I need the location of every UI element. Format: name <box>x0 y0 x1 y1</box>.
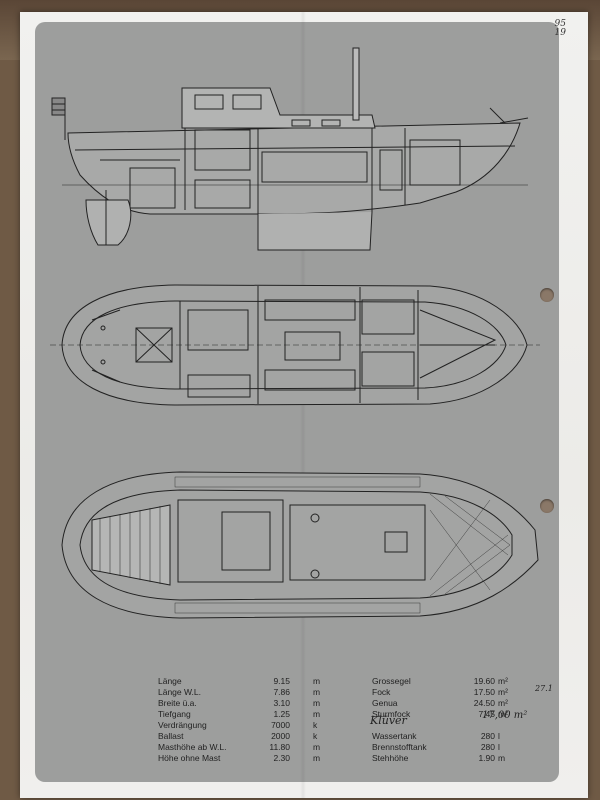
spec-label: Genua <box>372 698 398 708</box>
spec-row: Masthöhe ab W.L. 11.80 m <box>158 742 328 753</box>
spec-value: 1.25 <box>273 709 290 719</box>
spec-value: 17.50 <box>473 687 495 697</box>
spec-unit: m <box>498 753 506 763</box>
spec-row: Breite ü.a. 3.10 m <box>158 698 328 709</box>
punch-hole-lower <box>540 499 554 513</box>
spec-row: Tiefgang 1.25 m <box>158 709 328 720</box>
spec-value: 7.45 <box>478 709 495 719</box>
spec-value: 2000 <box>271 731 290 741</box>
spec-row: Verdrängung 7000 k <box>158 720 328 731</box>
page-mark: 95 19 <box>555 20 566 38</box>
spec-unit: m² <box>498 687 508 697</box>
page-mark-top: 95 <box>554 19 566 29</box>
spec-unit: m² <box>498 698 508 708</box>
spec-row: Ballast 2000 k <box>158 731 328 742</box>
spec-label: Grossegel <box>372 676 411 686</box>
handwritten-kluever-value: 17,00 m² <box>482 710 528 721</box>
spec-value: 11.80 <box>269 742 290 752</box>
spec-value: 1.90 <box>478 753 495 763</box>
spec-unit: m <box>313 698 321 708</box>
spec-value: 24.50 <box>473 698 495 708</box>
spec-unit: k <box>313 731 318 741</box>
spec-value: 7.86 <box>273 687 290 697</box>
interior-plan-drawing <box>50 284 540 406</box>
spec-value: 2.30 <box>273 753 290 763</box>
spec-row: Länge 9.15 m <box>158 676 328 687</box>
spec-label: Tiefgang <box>158 709 191 719</box>
spec-value: 3.10 <box>273 698 290 708</box>
spec-value: 280 <box>480 742 495 752</box>
spec-value: 7000 <box>271 720 290 730</box>
spec-value: 19.60 <box>473 676 495 686</box>
spec-unit: m² <box>498 709 508 719</box>
spec-unit: m <box>313 676 321 686</box>
spec-label: Ballast <box>158 731 184 741</box>
deck-top-view-drawing <box>61 471 539 619</box>
spec-unit: m² <box>498 676 508 686</box>
spec-label: Fock <box>372 687 391 697</box>
punch-hole-upper <box>540 288 554 302</box>
spec-label: Sturmfock <box>372 709 411 719</box>
spec-label: Brennstofftank <box>372 742 427 752</box>
spec-row: Höhe ohne Mast 2.30 m <box>158 753 328 764</box>
spec-unit: l <box>498 731 500 741</box>
spec-unit: m <box>313 709 321 719</box>
page-mark-bottom: 19 <box>554 28 566 38</box>
spec-unit: m <box>313 742 321 752</box>
specs-left-table: Länge 9.15 m Länge W.L. 7.86 m Breite ü.a. 3.… <box>158 676 328 764</box>
spec-unit: l <box>498 742 500 752</box>
spec-unit: m <box>313 687 321 697</box>
spec-label: Stehhöhe <box>372 753 409 763</box>
spec-label: Breite ü.a. <box>158 698 197 708</box>
handwritten-kluever-label: Klüver <box>370 714 407 727</box>
spec-unit: m <box>313 753 321 763</box>
fold-crease <box>300 12 306 798</box>
spec-unit: k <box>313 720 318 730</box>
spec-value: 280 <box>480 731 495 741</box>
spec-label: Länge <box>158 676 182 686</box>
spec-label: Wassertank <box>372 731 417 741</box>
spec-label: Länge W.L. <box>158 687 202 697</box>
spec-label: Verdrängung <box>158 720 207 730</box>
spec-label: Masthöhe ab W.L. <box>158 742 227 752</box>
spec-row: Länge W.L. 7.86 m <box>158 687 328 698</box>
spec-label: Höhe ohne Mast <box>158 753 221 763</box>
spec-value: 9.15 <box>273 676 290 686</box>
handwritten-fock-note: 27.1 <box>535 684 553 693</box>
side-profile-drawing <box>51 47 529 251</box>
